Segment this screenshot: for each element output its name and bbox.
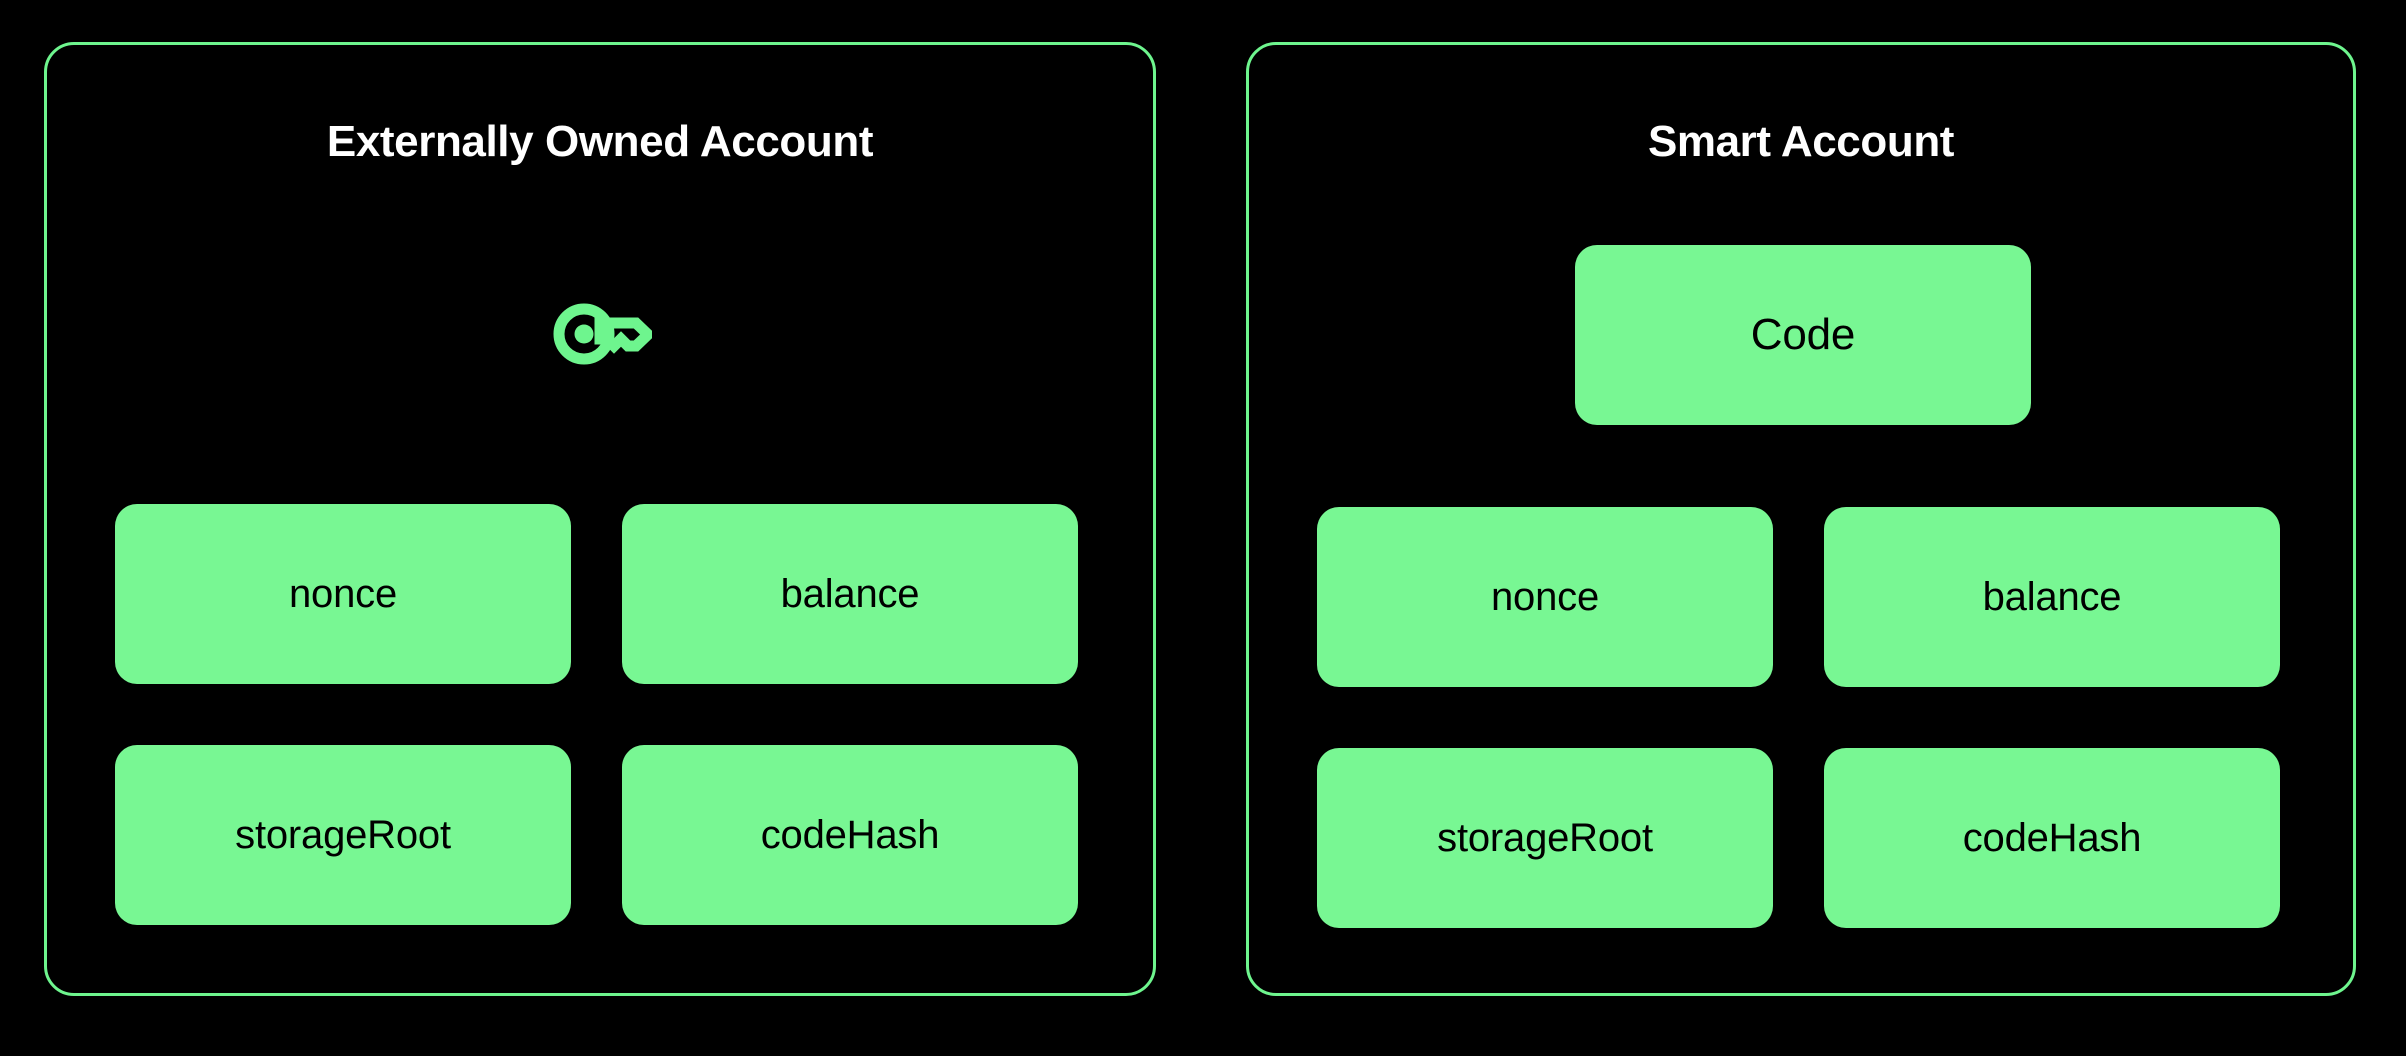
key-icon bbox=[548, 298, 652, 370]
panel-externally-owned-account: Externally Owned Account nonce balance s… bbox=[44, 42, 1156, 996]
field-box-storageroot: storageRoot bbox=[1317, 748, 1773, 928]
field-box-codehash: codeHash bbox=[622, 745, 1078, 925]
field-box-code: Code bbox=[1575, 245, 2031, 425]
page-title-smart-account: Smart Account bbox=[1647, 117, 1955, 166]
field-box-nonce: nonce bbox=[1317, 507, 1773, 687]
panel-smart-account: Smart Account Code nonce balance storage… bbox=[1246, 42, 2356, 996]
key-icon-container bbox=[47, 298, 1153, 370]
field-box-nonce: nonce bbox=[115, 504, 571, 684]
field-box-balance: balance bbox=[622, 504, 1078, 684]
field-box-balance: balance bbox=[1824, 507, 2280, 687]
field-box-codehash: codeHash bbox=[1824, 748, 2280, 928]
field-box-storageroot: storageRoot bbox=[115, 745, 571, 925]
page-title-externally-owned-account: Externally Owned Account bbox=[326, 117, 874, 166]
